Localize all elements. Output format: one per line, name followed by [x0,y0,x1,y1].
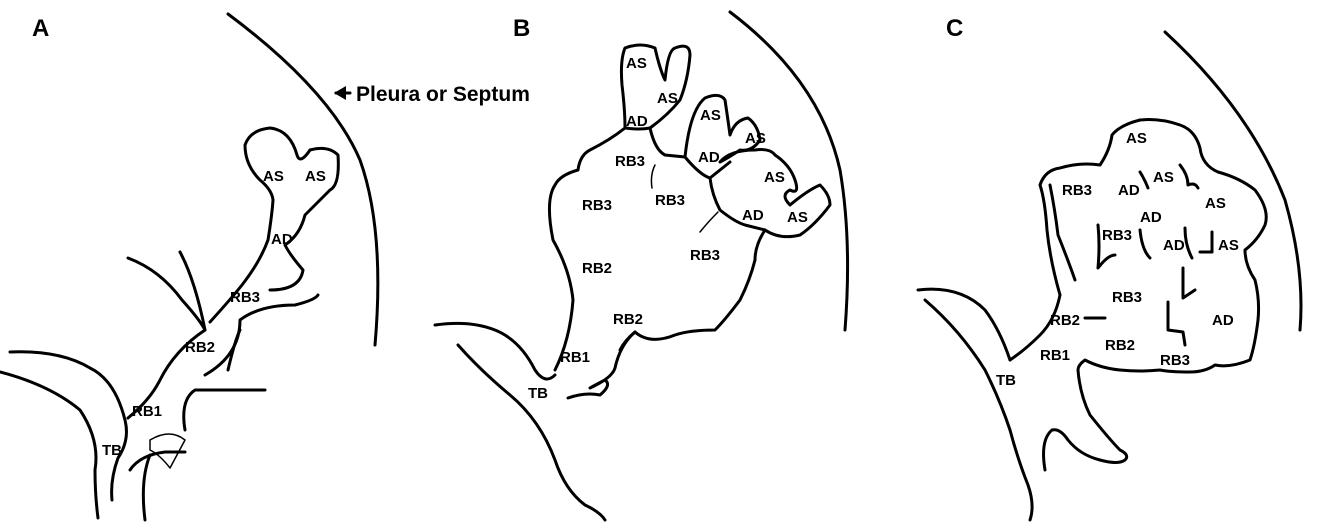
airway-a-outline [10,352,126,500]
label-b-as: AS [764,169,785,186]
acinus-b-thin2 [700,212,718,232]
label-b-as: AS [787,209,808,226]
airway-b-upper [435,323,555,379]
label-c-ad: AD [1140,209,1162,226]
label-b-ad: AD [626,113,648,130]
label-c-ad: AD [1212,312,1234,329]
acinus-c-inner10 [1140,172,1148,188]
label-c-rb1: RB1 [1040,347,1070,364]
panel-c: C AS AS AD AS RB3 AD RB3 AD AS RB3 RB2 A… [918,15,1301,520]
label-c-as: AS [1218,237,1239,254]
label-a-rb3: RB3 [230,289,260,306]
label-c-as: AS [1205,195,1226,212]
label-c-as: AS [1153,169,1174,186]
acinus-c-inner8 [1168,302,1185,345]
label-b-rb3: RB3 [582,197,612,214]
pleura-label: Pleura or Septum [356,83,530,106]
label-b-as: AS [700,107,721,124]
label-b-ad: AD [698,149,720,166]
airway-c-bottom [1044,370,1127,470]
label-b-rb1: RB1 [560,349,590,366]
label-c-rb3: RB3 [1102,227,1132,244]
panel-b-letter: B [513,15,530,42]
label-b-as: AS [626,55,647,72]
acinus-c-inner9 [1180,165,1198,188]
label-c-as: AS [1126,130,1147,147]
label-b-rb2: RB2 [613,311,643,328]
acinus-c-inner6 [1200,232,1212,252]
label-b-as: AS [745,130,766,147]
label-c-ad: AD [1163,237,1185,254]
label-c-rb3: RB3 [1062,182,1092,199]
panel-a: A Pleura or Septum AS AS AD RB3 RB2 RB1 … [0,14,530,520]
label-b-rb3: RB3 [655,192,685,209]
label-b-tb: TB [528,385,548,402]
label-a-ad: AD [271,231,293,248]
label-c-ad: AD [1118,182,1140,199]
label-b-ad: AD [742,207,764,224]
label-a-as: AS [305,168,326,185]
label-b-rb3: RB3 [615,153,645,170]
panel-c-letter: C [946,15,963,42]
airway-a-branch-up [180,252,205,330]
acinus-c-inner4 [1140,230,1150,258]
label-a-as: AS [263,168,284,185]
acinus-c-inner7 [1183,268,1195,298]
label-c-tb: TB [996,372,1016,389]
acinus-b-thin1 [651,165,655,188]
label-c-rb2: RB2 [1050,312,1080,329]
label-c-rb3: RB3 [1112,289,1142,306]
airway-a-stem-right [245,128,338,290]
label-b-rb2: RB2 [582,260,612,277]
label-b-rb3: RB3 [690,247,720,264]
label-c-rb3: RB3 [1160,352,1190,369]
pleura-curve-c [1165,32,1301,330]
airway-a-rb1-lower [184,390,265,430]
airway-a-lower [0,372,98,518]
airway-b-lower [458,345,605,520]
airway-c-upper [918,289,1010,360]
label-a-rb1: RB1 [132,403,162,420]
airway-a-branch-left [128,258,205,330]
airway-c-lower [925,300,1032,520]
label-a-rb2: RB2 [185,339,215,356]
airway-a-rb2-loop [228,330,240,370]
arrow-head-icon [334,86,346,100]
label-c-rb2: RB2 [1105,337,1135,354]
label-a-tb: TB [102,442,122,459]
label-b-as: AS [657,90,678,107]
acinus-c-inner5 [1185,228,1192,258]
airway-a-bottom [143,455,150,520]
panel-a-letter: A [32,15,49,42]
